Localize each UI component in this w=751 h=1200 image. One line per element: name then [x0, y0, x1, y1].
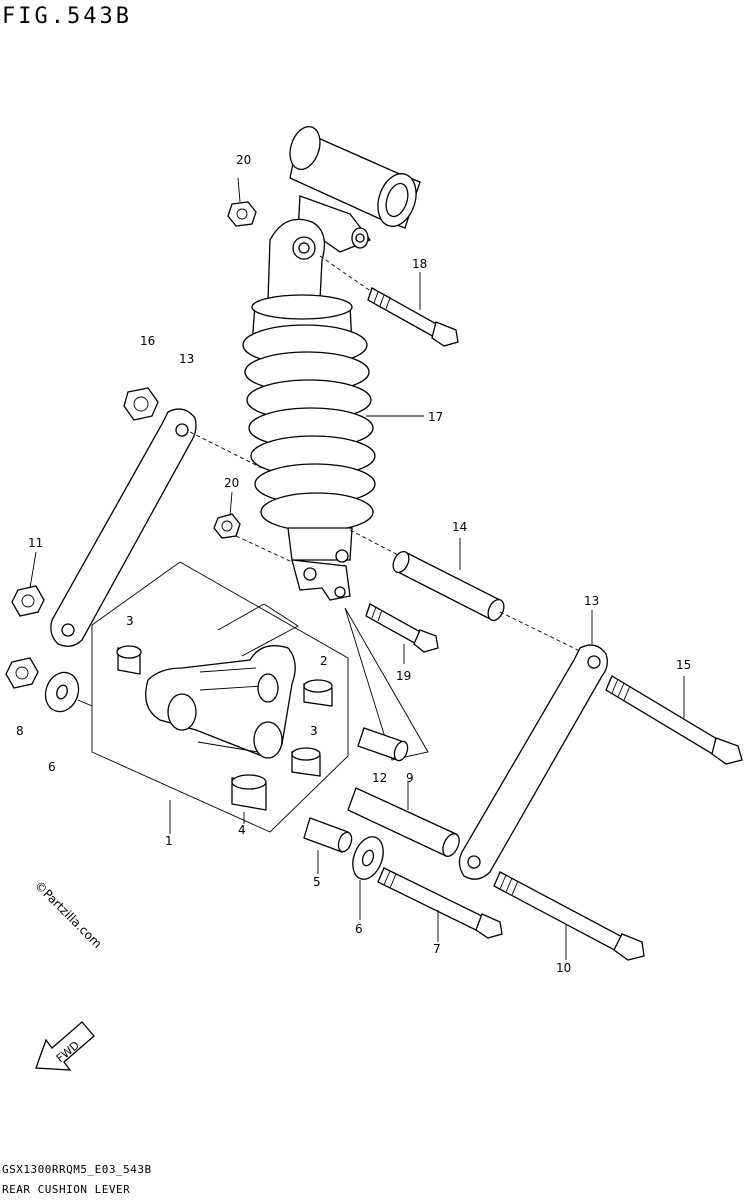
callout-9: 9: [406, 771, 414, 785]
bolt-19[interactable]: [365, 603, 439, 653]
lever-assembly-box: [91, 561, 349, 833]
callout-14: 14: [452, 520, 467, 534]
nut-20-top[interactable]: [227, 201, 257, 227]
callout-3-lower: 3: [310, 724, 318, 738]
callout-3-top: 3: [126, 614, 134, 628]
nut-11[interactable]: [11, 585, 45, 617]
collar-12[interactable]: [347, 787, 462, 859]
collar-9[interactable]: [357, 727, 410, 762]
callout-17: 17: [428, 410, 443, 424]
watermark: ©Partzilla.com: [32, 878, 105, 951]
callout-19: 19: [396, 669, 411, 683]
callout-2: 2: [320, 654, 328, 668]
bolt-15[interactable]: [605, 675, 743, 765]
callout-20-mid: 20: [224, 476, 239, 490]
cushion-lever-1[interactable]: [145, 603, 299, 759]
spring-coils: [242, 324, 376, 532]
shock-absorber-assembly[interactable]: [242, 123, 422, 601]
figure-title: FIG.543B: [2, 4, 132, 29]
bearing-4[interactable]: [231, 774, 267, 811]
bolt-7[interactable]: [377, 867, 503, 939]
callout-13-upper: 13: [179, 352, 194, 366]
washer-6-left[interactable]: [40, 668, 84, 717]
bolt-18[interactable]: [367, 287, 459, 347]
nut-8[interactable]: [5, 657, 39, 689]
callout-15: 15: [676, 658, 691, 672]
bearing-2[interactable]: [303, 679, 333, 707]
callout-20-top: 20: [236, 153, 251, 167]
bearing-3-top[interactable]: [116, 645, 142, 675]
callout-4: 4: [238, 823, 246, 837]
callout-6-left: 6: [48, 760, 56, 774]
callout-labels: 20 18 16 13 17 20 14 11 13 15 3 2 3 19 8…: [16, 153, 691, 975]
collar-5[interactable]: [303, 817, 354, 853]
pointer-triangle: [344, 607, 429, 761]
nut-20-mid[interactable]: [213, 513, 241, 539]
callout-16: 16: [140, 334, 155, 348]
collar-14[interactable]: [390, 549, 507, 623]
leader-lines: [29, 177, 685, 960]
callout-10: 10: [556, 961, 571, 975]
footer-code: GSX1300RRQM5_E03_543B: [2, 1163, 152, 1176]
callout-12: 12: [372, 771, 387, 785]
nut-16[interactable]: [123, 387, 159, 421]
callout-1: 1: [165, 834, 173, 848]
tie-rod-13-right[interactable]: [458, 644, 608, 880]
tie-rod-13-left[interactable]: [50, 408, 197, 647]
callout-7: 7: [433, 942, 441, 956]
fwd-arrow-icon: FWD: [35, 1021, 95, 1071]
callout-13-right: 13: [584, 594, 599, 608]
footer-name: REAR CUSHION LEVER: [2, 1183, 131, 1196]
bearing-3-lower[interactable]: [291, 747, 321, 777]
callout-11: 11: [28, 536, 43, 550]
bolt-10[interactable]: [493, 871, 645, 961]
callout-8: 8: [16, 724, 24, 738]
callout-18: 18: [412, 257, 427, 271]
washer-6-right[interactable]: [347, 833, 388, 884]
callout-6-right: 6: [355, 922, 363, 936]
callout-5: 5: [313, 875, 321, 889]
